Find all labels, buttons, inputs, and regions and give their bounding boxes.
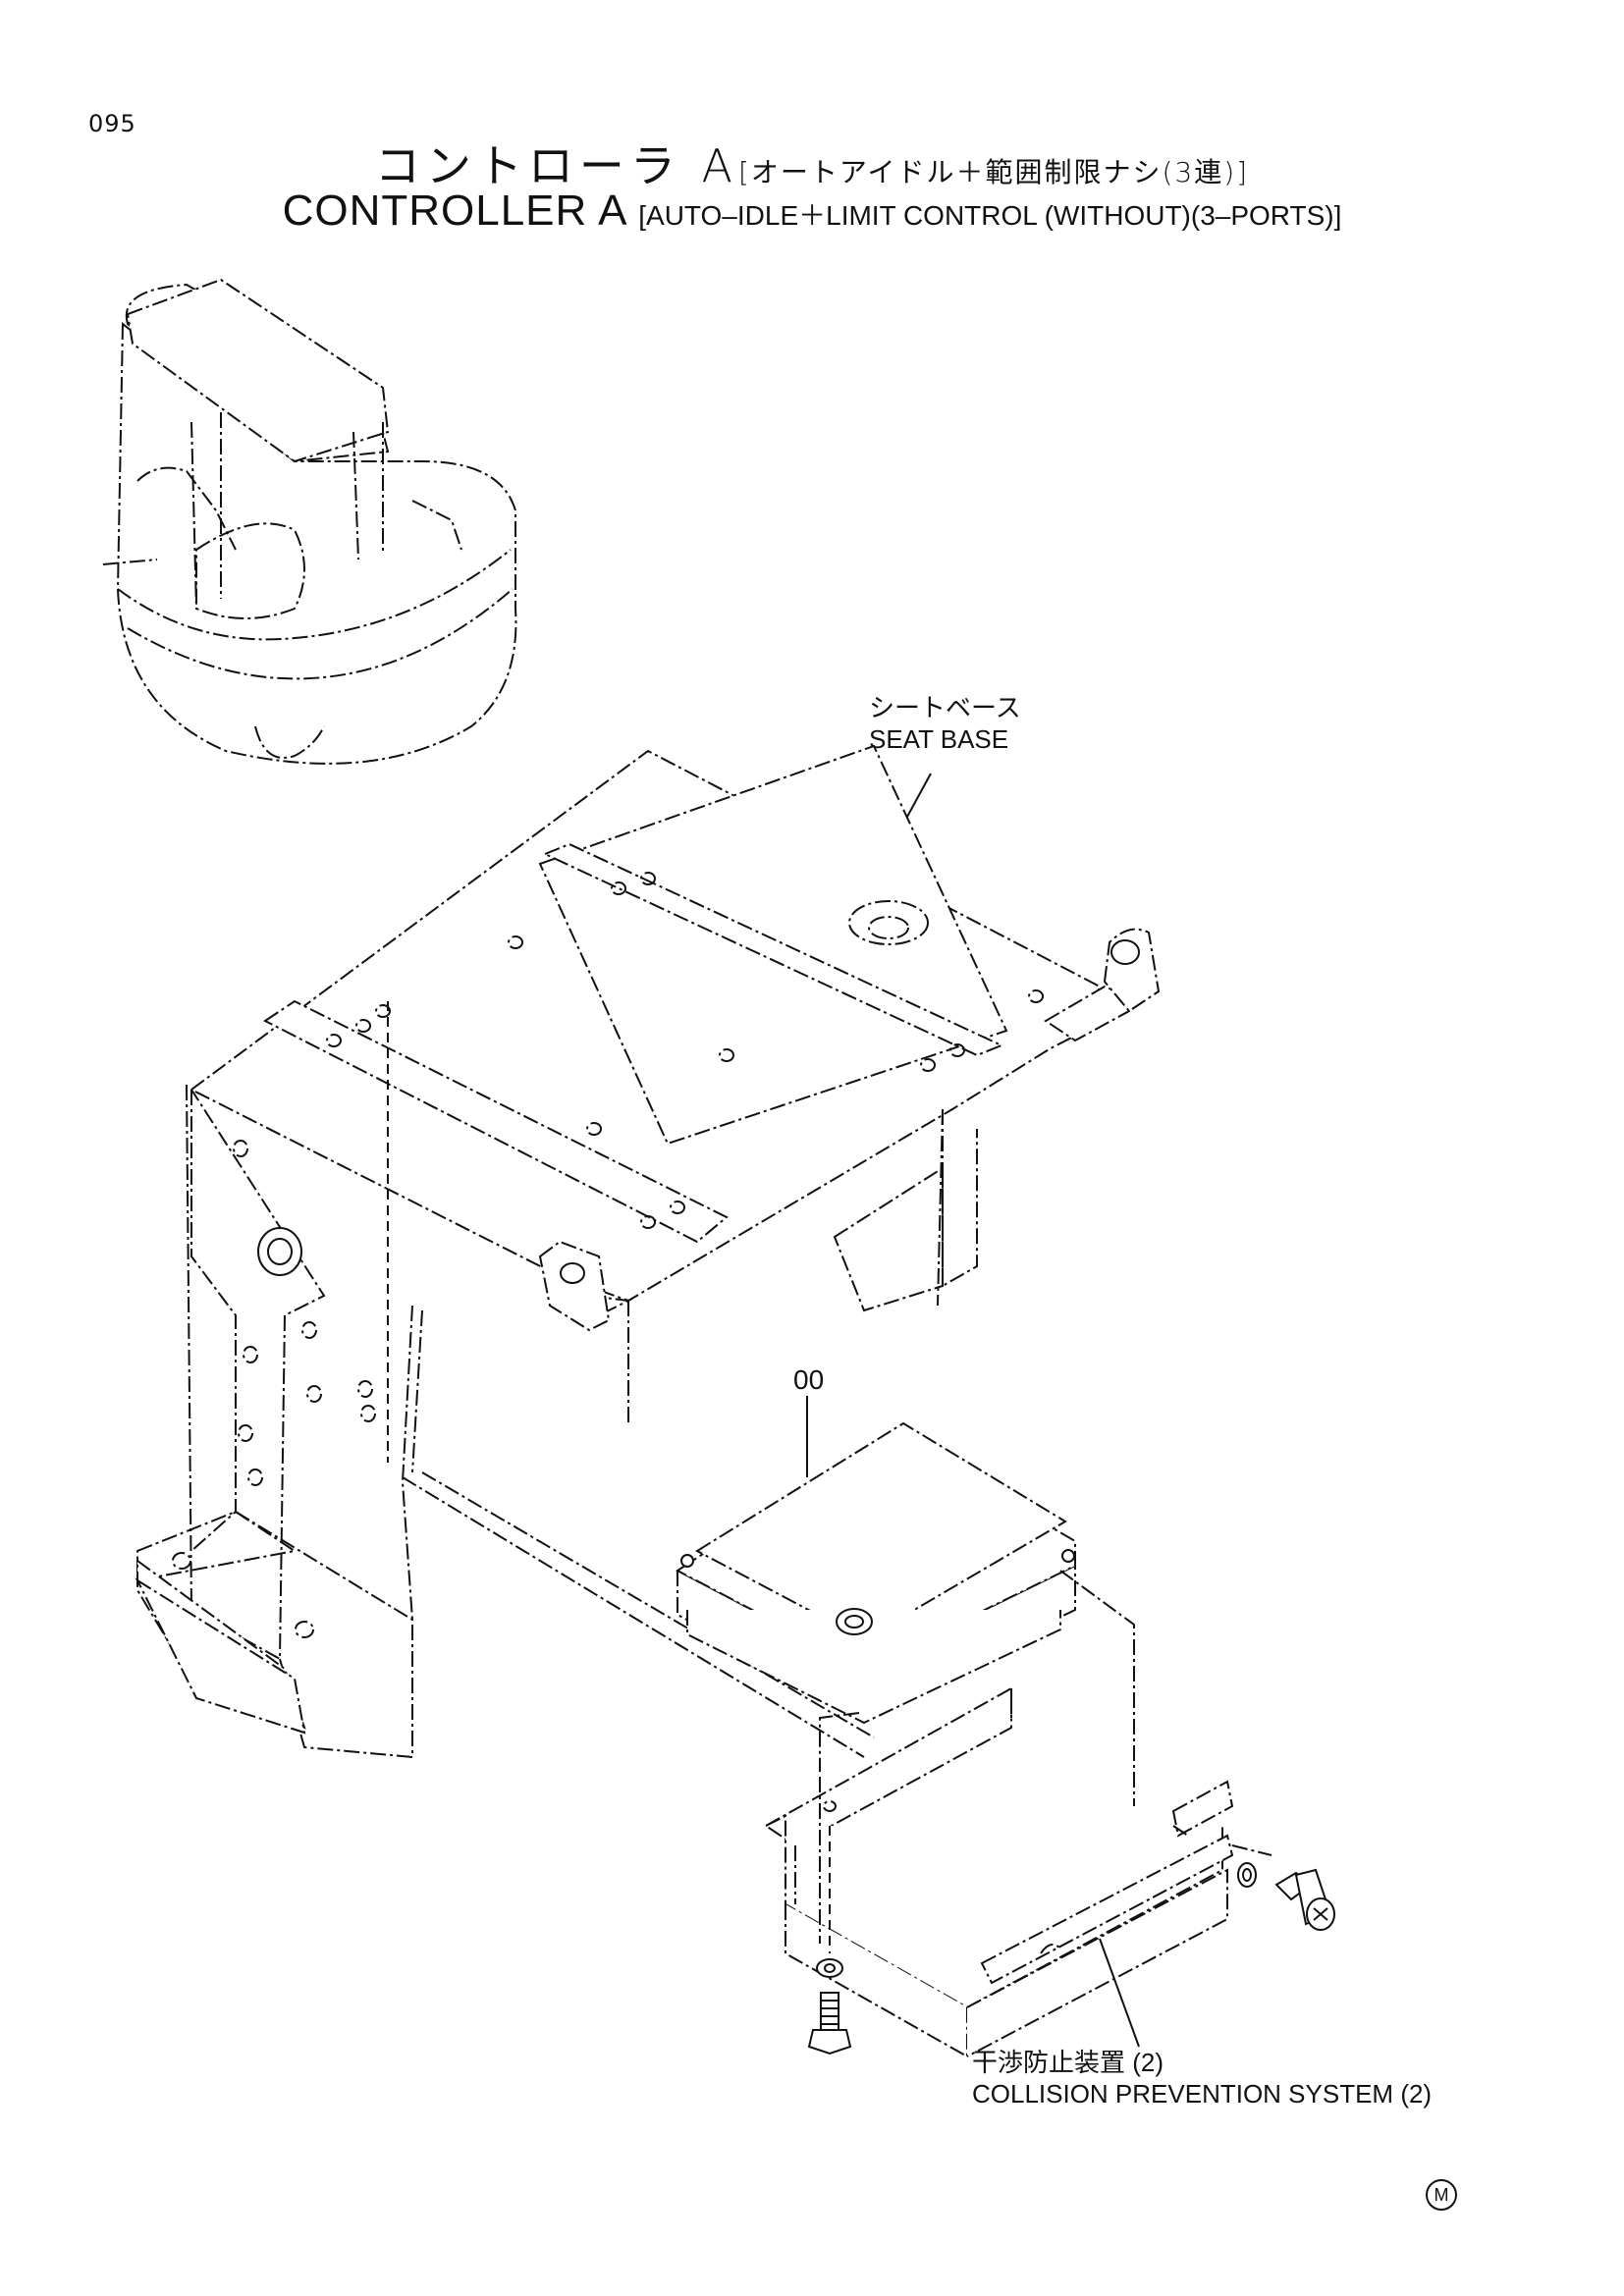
collision-prevention-bracket (764, 1686, 1234, 2058)
controller-unit (676, 1421, 1076, 1725)
seat-base-label-en: SEAT BASE (869, 724, 1009, 754)
title-jp-sub: [オートアイドル＋範囲制限ナシ(3連)] (737, 156, 1250, 188)
connection-line-left (819, 1712, 860, 1772)
washer-bolt-right (1231, 1844, 1335, 1931)
seat-base-frame (135, 744, 1161, 1759)
title-en-sub: [AUTO–IDLE＋LIMIT CONTROL (WITHOUT)(3–POR… (638, 200, 1342, 231)
seat-base-label-jp: シートベース (869, 693, 1021, 722)
collision-leader (1099, 1938, 1140, 2048)
title-japanese: コントローラ A[オートアイドル＋範囲制限ナシ(3連)] (0, 131, 1624, 195)
title-jp-main: コントローラ A (374, 139, 738, 192)
controller-part-number: 00 (793, 1364, 825, 1395)
circled-m-mark: M (1426, 2179, 1457, 2211)
page-number: 095 (88, 110, 136, 137)
collision-label-en: COLLISION PREVENTION SYSTEM (2) (972, 2079, 1433, 2109)
machine-overview-inset (102, 278, 517, 765)
connection-line-right (1059, 1570, 1135, 1806)
collision-label-jp: 干渉防止装置 (2) (972, 2048, 1164, 2077)
washer-bolt-bottom (807, 1826, 852, 2056)
title-english: CONTROLLER A [AUTO–IDLE＋LIMIT CONTROL (W… (0, 187, 1624, 236)
seat-base-label: シートベース SEAT BASE (869, 692, 1021, 755)
title-en-main: CONTROLLER A (282, 187, 626, 235)
collision-prevention-label: 干渉防止装置 (2) COLLISION PREVENTION SYSTEM (… (972, 2047, 1432, 2109)
